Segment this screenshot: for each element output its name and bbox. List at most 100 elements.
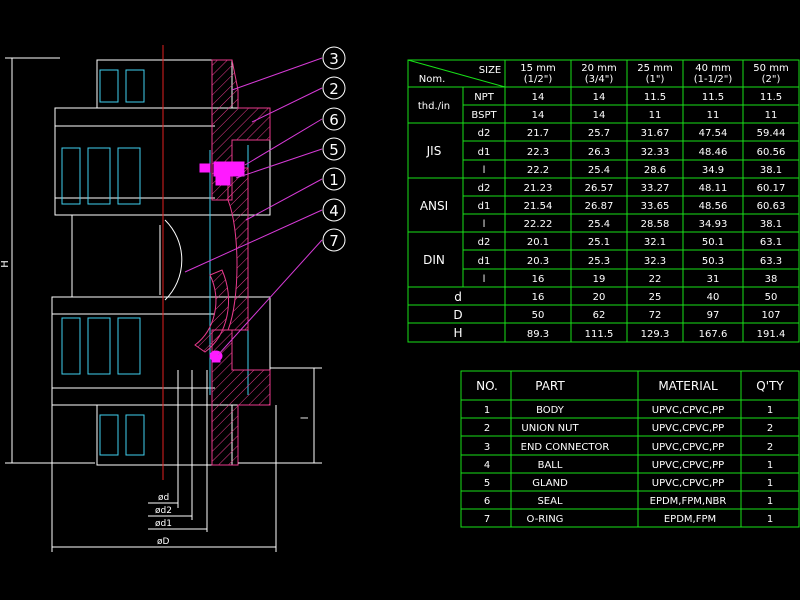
table-row: d2 21.23 26.57 33.27 48.11 60.17 <box>478 183 786 194</box>
size-header-mm: 20 mm <box>581 63 616 74</box>
valve-cross-section: 3 2 6 5 1 4 7 <box>0 45 346 552</box>
callout-2 <box>322 76 346 100</box>
row-sub-label: d2 <box>478 128 491 139</box>
size-header-inch: (1/2") <box>524 74 553 85</box>
cell: 16 <box>532 292 545 303</box>
part-name: O-RING <box>527 514 564 525</box>
row-label-H: H <box>453 326 462 340</box>
cell: 34.9 <box>702 165 724 176</box>
row-label-D: D <box>453 308 462 322</box>
callout-leaders <box>184 57 323 356</box>
cell: 25.3 <box>588 256 610 267</box>
cell: 40 <box>707 292 720 303</box>
table-row: 1 BODY UPVC,CPVC,PP 1 <box>484 405 773 416</box>
cell: 22.2 <box>527 165 549 176</box>
cell: 60.17 <box>757 183 786 194</box>
dim-label-H: H <box>0 260 11 268</box>
cell: 59.44 <box>757 128 786 139</box>
size-header-inch: (1") <box>646 74 665 85</box>
cell: 31 <box>707 274 720 285</box>
cell: 129.3 <box>641 329 670 340</box>
cell: 38.1 <box>760 165 782 176</box>
cell: 28.58 <box>641 219 670 230</box>
callout-6 <box>322 107 346 131</box>
table-row: BSPT 14 14 11 11 11 <box>471 110 777 121</box>
dimension-table-grid <box>407 59 799 342</box>
part-qty: 1 <box>767 514 773 525</box>
callout-5-label: 5 <box>329 141 339 159</box>
cell: 48.56 <box>699 201 728 212</box>
table-row: d2 21.7 25.7 31.67 47.54 59.44 <box>478 128 786 139</box>
group-label-ansi: ANSI <box>420 199 448 213</box>
part-no: 2 <box>484 423 490 434</box>
cell: 11.5 <box>760 92 782 103</box>
dim-label-D: øD <box>157 537 170 547</box>
part-name: SEAL <box>537 496 563 507</box>
cell: 19 <box>593 274 606 285</box>
row-sub-label: l <box>483 274 486 285</box>
part-no: 7 <box>484 514 490 525</box>
cell: 50 <box>765 292 778 303</box>
cell: 167.6 <box>699 329 728 340</box>
callout-3 <box>322 46 346 70</box>
part-no: 6 <box>484 496 490 507</box>
cell: 25.4 <box>588 165 610 176</box>
size-header-inch: (2") <box>762 74 781 85</box>
part-name: BALL <box>538 460 563 471</box>
cell: 63.1 <box>760 237 782 248</box>
table-row: d 16 20 25 40 50 <box>454 290 777 304</box>
dim-label-d: ød <box>158 493 169 503</box>
table-row: H 89.3 111.5 129.3 167.6 191.4 <box>453 326 785 340</box>
cell: 25.1 <box>588 237 610 248</box>
dim-table-corner-size: SIZE <box>479 65 501 76</box>
cell: 38 <box>765 274 778 285</box>
cell: 21.7 <box>527 128 549 139</box>
cell: 60.63 <box>757 201 786 212</box>
size-header-mm: 25 mm <box>637 63 672 74</box>
cell: 25 <box>649 292 662 303</box>
part-no: 3 <box>484 442 490 453</box>
cell: 50.3 <box>702 256 724 267</box>
part-material: UPVC,CPVC,PP <box>652 478 724 489</box>
callout-4-label: 4 <box>329 202 339 220</box>
cell: 47.54 <box>699 128 728 139</box>
parts-table-rows: 1 BODY UPVC,CPVC,PP 1 2 UNION NUT UPVC,C… <box>484 405 773 525</box>
callout-5 <box>322 137 346 161</box>
cell: 72 <box>649 310 662 321</box>
dim-table-size-headers: 15 mm (1/2") 20 mm (3/4") 25 mm (1") 40 … <box>520 63 788 85</box>
ball <box>164 219 183 301</box>
cell: 111.5 <box>585 329 614 340</box>
dimension-table: SIZE Nom. 15 mm (1/2") 20 mm (3/4") 25 m… <box>407 59 800 343</box>
dim-label-l: l <box>300 417 311 420</box>
part-material: UPVC,CPVC,PP <box>652 423 724 434</box>
table-row: d1 22.3 26.3 32.33 48.46 60.56 <box>478 147 786 158</box>
table-row: 2 UNION NUT UPVC,CPVC,PP 2 <box>484 423 773 434</box>
part-name: BODY <box>536 405 565 416</box>
part-name: UNION NUT <box>521 423 579 434</box>
cell: 97 <box>707 310 720 321</box>
group-label-thd: thd./in <box>418 101 450 112</box>
dimension-labels: H l ød ød2 ød1 øD <box>0 260 311 547</box>
table-row: l 22.2 25.4 28.6 34.9 38.1 <box>483 165 783 176</box>
row-sub-label: NPT <box>474 92 495 103</box>
part-qty: 1 <box>767 478 773 489</box>
cell: 14 <box>593 92 606 103</box>
cell: 34.93 <box>699 219 728 230</box>
cell: 32.33 <box>641 147 670 158</box>
row-sub-label: d1 <box>478 201 491 212</box>
row-sub-label: d1 <box>478 256 491 267</box>
part-qty: 1 <box>767 460 773 471</box>
size-header-inch: (1-1/2") <box>694 74 733 85</box>
table-row: 6 SEAL EPDM,FPM,NBR 1 <box>484 496 773 507</box>
cell: 11.5 <box>644 92 666 103</box>
dim-table-rows: NPT 14 14 11.5 11.5 11.5 BSPT 14 14 11 1… <box>453 92 785 340</box>
part-qty: 2 <box>767 442 773 453</box>
part-name: GLAND <box>532 478 568 489</box>
cell: 32.1 <box>644 237 666 248</box>
cell: 89.3 <box>527 329 549 340</box>
part-qty: 1 <box>767 496 773 507</box>
callout-7-label: 7 <box>329 232 339 250</box>
callout-bubbles: 3 2 6 5 1 4 7 <box>322 46 346 252</box>
parts-table-grid <box>461 371 799 527</box>
